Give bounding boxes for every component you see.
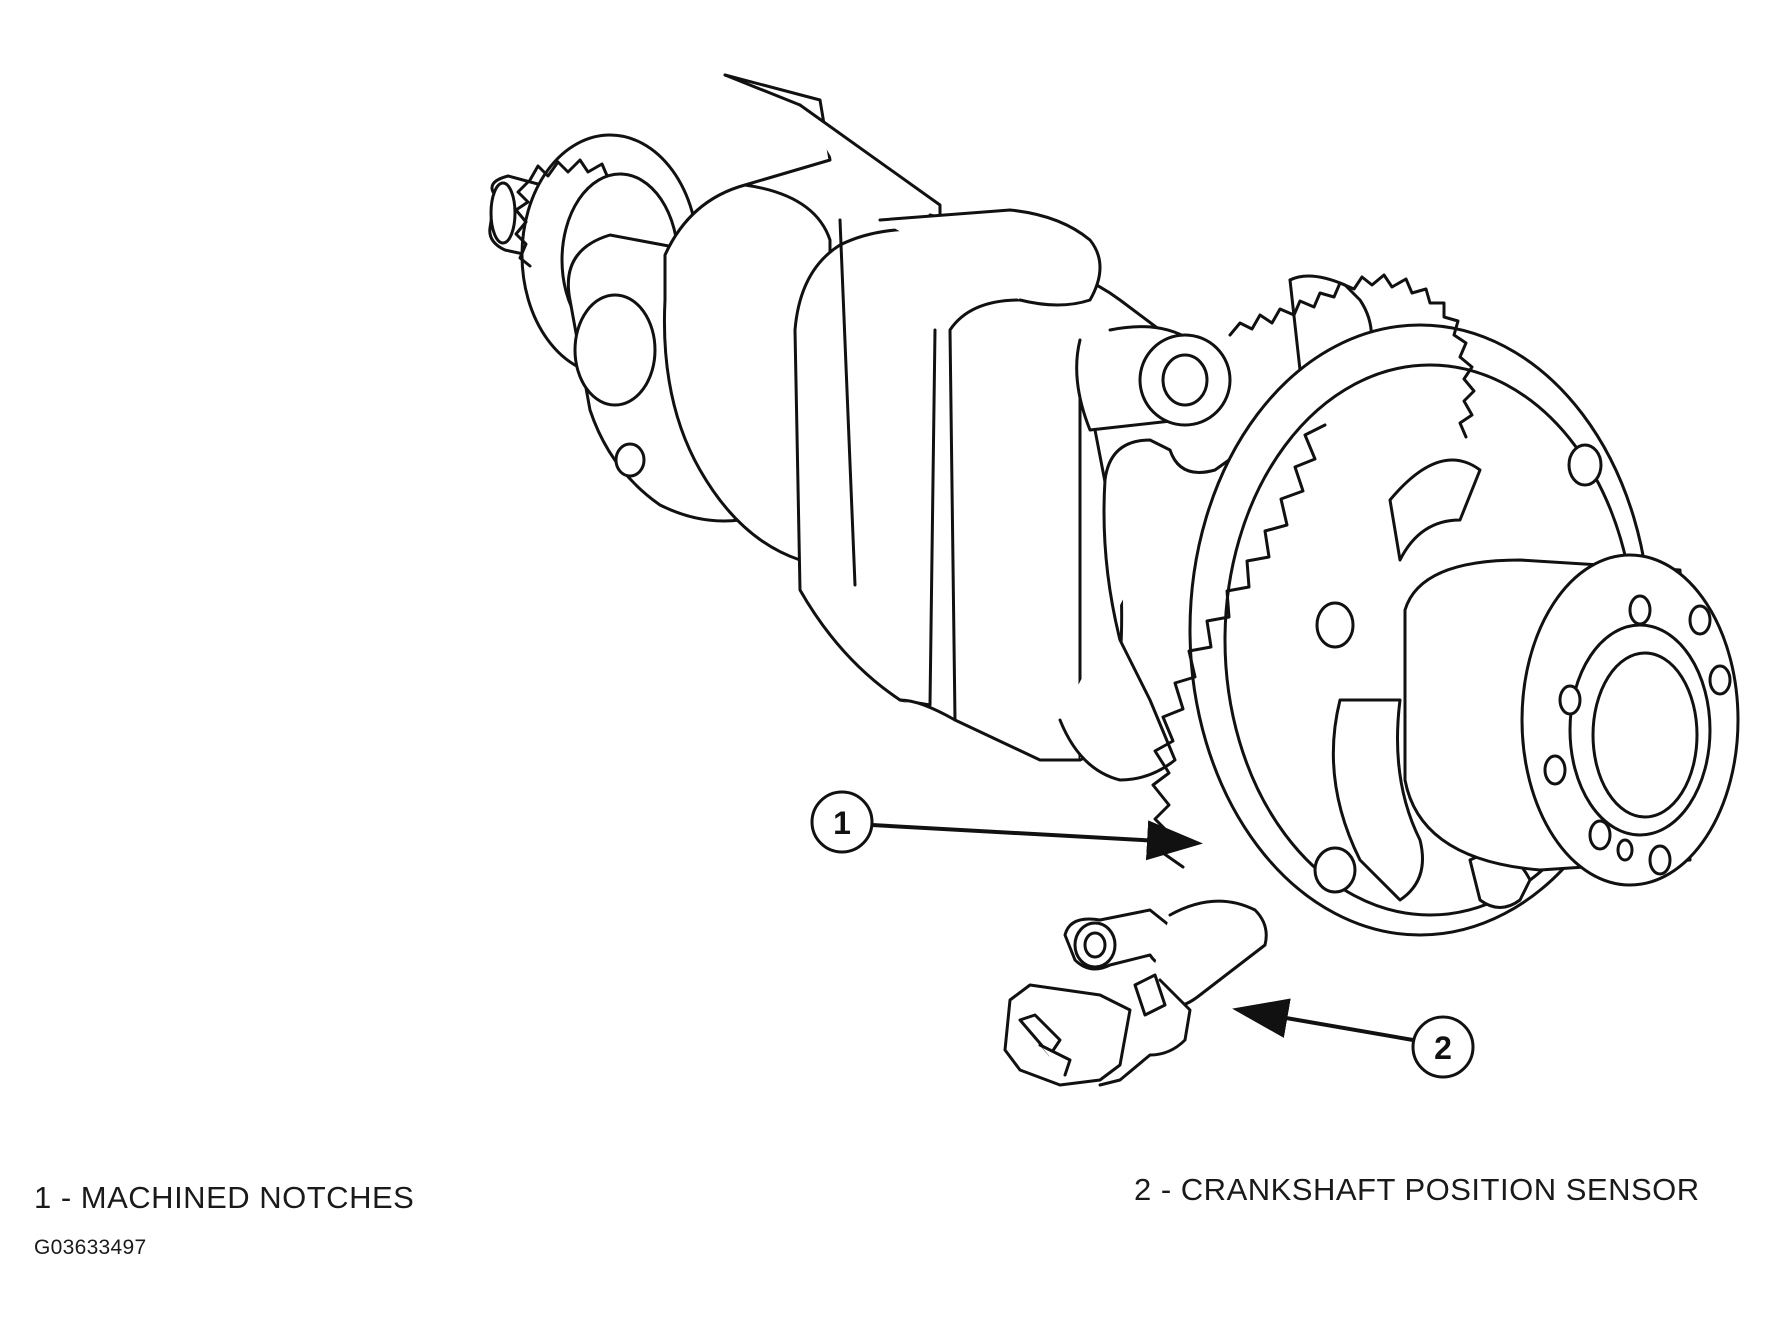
callout-1: 1 (810, 790, 1203, 861)
crankshaft-illustration (488, 73, 1740, 1087)
callout-1-number: 1 (833, 805, 851, 841)
callout-2-number: 2 (1434, 1030, 1452, 1066)
callout-2-circle (1411, 1015, 1475, 1079)
callout-1-arrow (871, 820, 1203, 861)
counterweight-lobes (662, 73, 1184, 762)
crankshaft-position-sensor (1003, 899, 1268, 1087)
figure-id: G03633497 (34, 1236, 147, 1259)
front-snout-flange (1403, 553, 1740, 887)
counterweight-front (1058, 274, 1373, 782)
callout-2-arrow (1232, 998, 1414, 1042)
legend-item-crankshaft-position-sensor: 2 - CRANKSHAFT POSITION SENSOR (1134, 1172, 1700, 1207)
callout-1-circle (810, 790, 874, 854)
legend-item-machined-notches: 1 - MACHINED NOTCHES (34, 1180, 415, 1215)
callout-2: 2 (1232, 998, 1475, 1079)
